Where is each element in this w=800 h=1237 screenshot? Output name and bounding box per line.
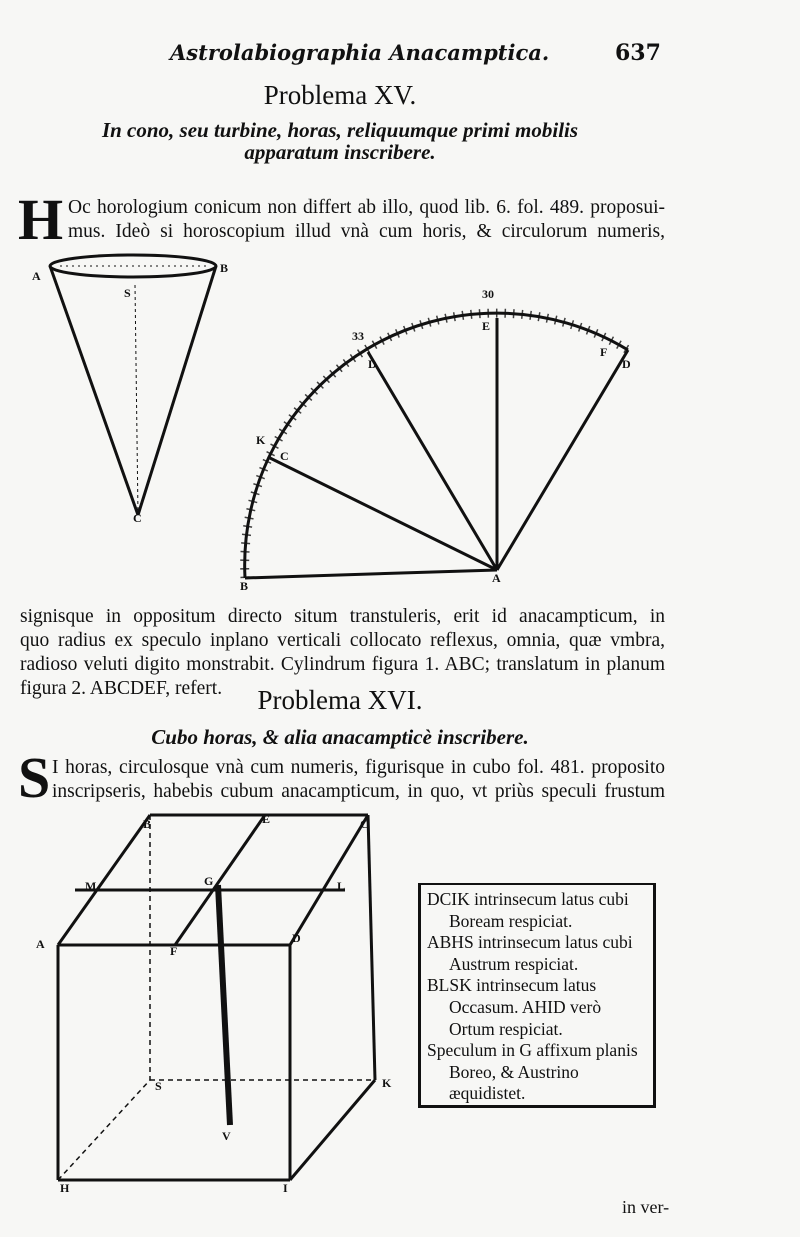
problem-15-subtitle-2: apparatum inscribere. — [244, 140, 436, 164]
quad-label-k: K — [256, 433, 266, 447]
problem-16-subtitle: Cubo horas, & alia anacampticè inscriber… — [151, 725, 529, 749]
cube-label-h: H — [60, 1181, 70, 1195]
problem-15-para-1: Oc horologium conicum non differt ab ill… — [68, 196, 665, 244]
quad-label-d2: D — [622, 357, 631, 371]
cone-label-b: B — [220, 261, 228, 275]
cube-label-s: S — [155, 1079, 162, 1093]
problem-16-para: I horas, circulosque vnà cum numeris, fi… — [52, 756, 665, 804]
quad-label-e: E — [482, 319, 490, 333]
problem-16-title: Problema XVI. — [257, 685, 423, 715]
quad-label-33: 33 — [352, 329, 364, 343]
cube-label-i: I — [283, 1181, 288, 1195]
text-line: radioso veluti digito monstrabit. Cylind… — [20, 654, 665, 675]
text-line: quo radius ex speculo inplano verticali … — [20, 630, 665, 651]
quadrant-figure — [240, 308, 631, 580]
problem-15-para-2: signisque in oppositum directo situm tra… — [20, 605, 665, 701]
page-number: 637 — [615, 40, 661, 66]
problem-15-title: Problema XV. — [263, 80, 417, 110]
legend-entry: ABHS intrinsecum latus cubi Austrum resp… — [427, 932, 633, 974]
text-line: signisque in oppositum directo situm tra… — [20, 606, 665, 627]
quad-label-c: C — [280, 449, 289, 463]
cube-label-k: K — [382, 1076, 392, 1090]
legend-box: DCIK intrinsecum latus cubi Boream respi… — [418, 883, 656, 1108]
legend-entry: DCIK intrinsecum latus cubi Boream respi… — [427, 889, 629, 931]
cube-label-d: D — [292, 931, 301, 945]
cube-label-e: E — [262, 812, 270, 826]
text-line: I horas, circulosque vnà cum numeris, fi… — [52, 757, 665, 778]
quad-label-b: B — [240, 579, 248, 593]
cone-label-a: A — [32, 269, 41, 283]
text-line: figura 2. ABCDEF, refert. — [20, 678, 223, 699]
catchword: in ver- — [622, 1197, 670, 1217]
legend-entry: Speculum in G affixum planis Boreo, & Au… — [427, 1040, 638, 1104]
quad-label-f: F — [600, 345, 607, 359]
cube-label-v: V — [222, 1129, 231, 1143]
text-line: inscripseris, habebis cubum anacampticum… — [52, 781, 665, 802]
cube-figure — [56, 813, 377, 1182]
cube-label-b: B — [143, 817, 151, 831]
cube-label-f: F — [170, 944, 177, 958]
legend-entry: BLSK intrinsecum latus Occasum. AHID ver… — [427, 975, 602, 1039]
cone-label-c: C — [133, 511, 142, 525]
quad-label-a: A — [492, 571, 501, 585]
cone-figure — [48, 253, 218, 516]
cone-label-s: S — [124, 286, 131, 300]
quad-label-30: 30 — [482, 287, 494, 301]
cube-label-l: L — [337, 879, 345, 893]
text-line: Oc horologium conicum non differt ab ill… — [68, 197, 665, 218]
problem-15-subtitle-1: In cono, seu turbine, horas, reliquumque… — [101, 118, 579, 142]
running-title: Astrolabiographia Anacamptica. — [170, 40, 550, 65]
cube-label-g: G — [204, 874, 213, 888]
drop-cap-s: S — [18, 745, 51, 810]
cube-label-m: M — [85, 879, 96, 893]
cube-label-c: C — [360, 817, 369, 831]
drop-cap-h: H — [18, 187, 64, 252]
cube-label-a: A — [36, 937, 45, 951]
quad-label-d: D — [368, 357, 377, 371]
text-line: mus. Ideò si horoscopium illud vnà cum h… — [68, 221, 665, 242]
